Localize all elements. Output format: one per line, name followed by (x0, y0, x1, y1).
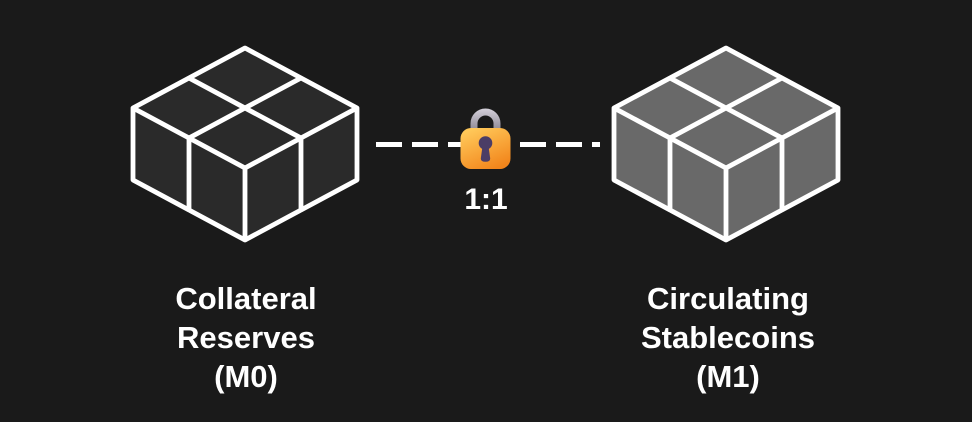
label-line: Stablecoins (641, 320, 815, 355)
label-line: Circulating (647, 281, 809, 316)
ratio-label: 1:1 (464, 183, 508, 216)
label-line: (M1) (696, 359, 760, 394)
collateral-reserves-label: Collateral Reserves (M0) (96, 279, 396, 396)
cube-outline (130, 45, 360, 243)
cube-outline (611, 45, 841, 243)
label-line: (M0) (214, 359, 278, 394)
lock-keyhole (478, 136, 493, 150)
lock-icon (460, 108, 511, 169)
label-line: Collateral (175, 281, 317, 316)
circulating-stablecoins-label: Circulating Stablecoins (M1) (578, 279, 878, 396)
lock-keyhole-stem (480, 147, 491, 162)
lock-shackle (470, 108, 501, 131)
collateral-cubes-icon (130, 45, 360, 243)
label-line: Reserves (177, 320, 315, 355)
stablecoin-cubes-icon (611, 45, 841, 243)
